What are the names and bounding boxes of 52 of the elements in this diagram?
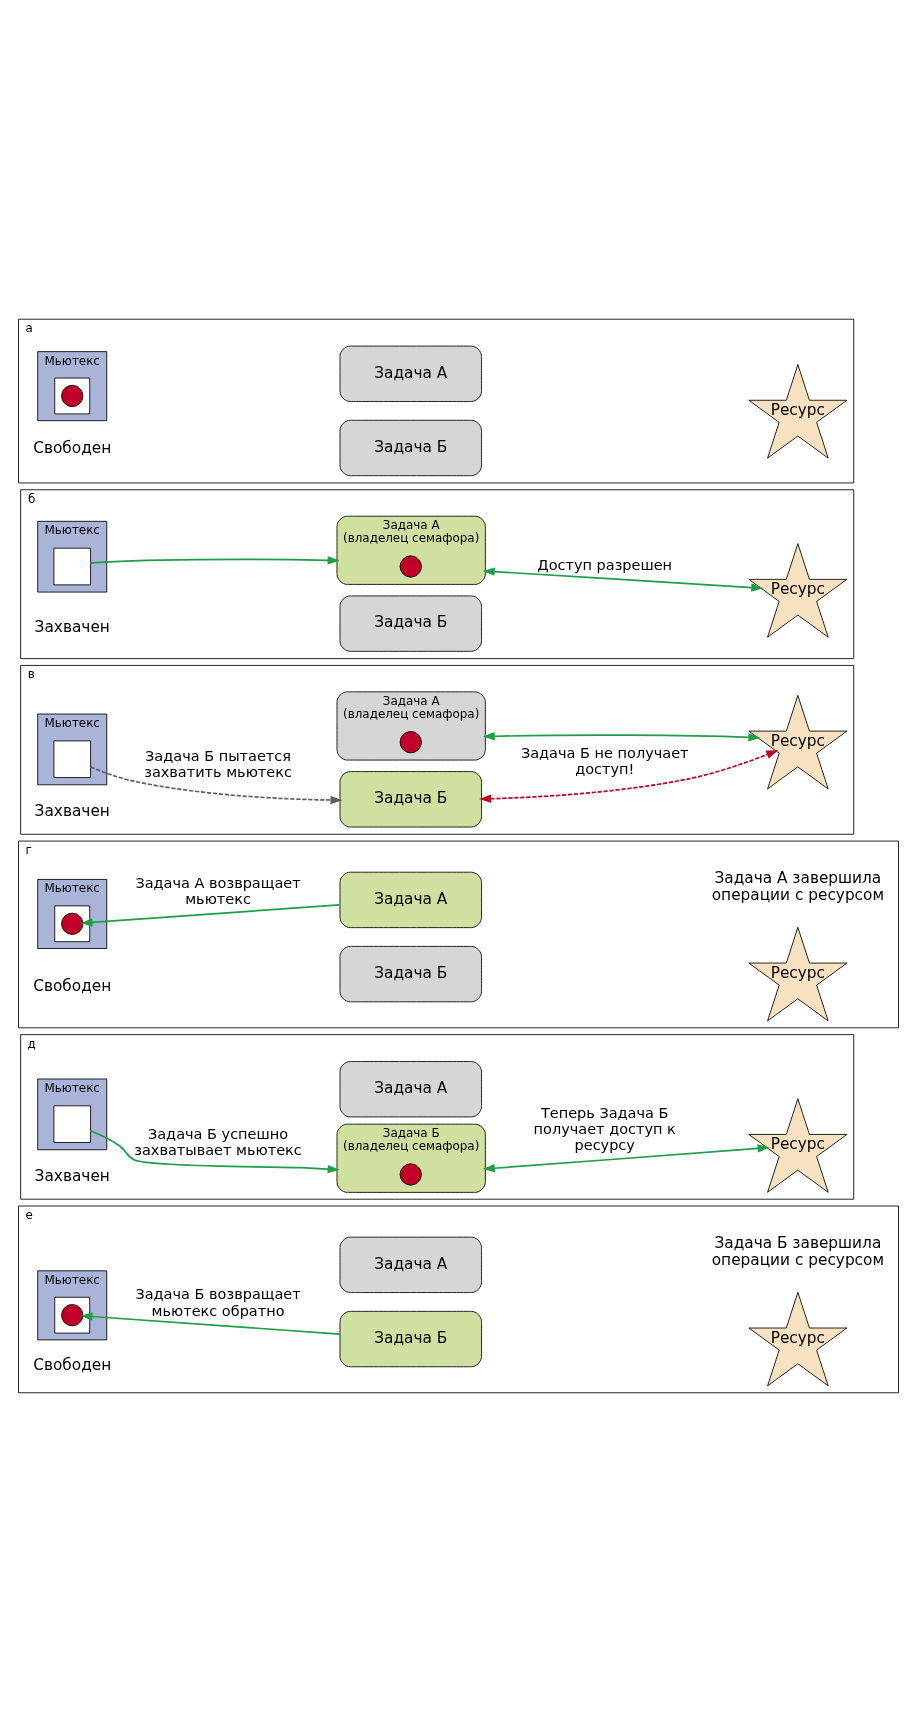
node-circle [61, 384, 84, 407]
node-circle [61, 912, 84, 935]
cluster: Задача Б (владелец семафора) [336, 1123, 486, 1193]
edge-label: Задача Б не получает доступ! [520, 744, 689, 777]
arrow [80, 903, 341, 927]
node-box: Задача А [339, 1236, 482, 1293]
cluster: Мьютекс [37, 878, 108, 949]
cluster: Мьютекс [37, 1269, 108, 1340]
node-circle [399, 554, 422, 578]
node-label: Захвачен [34, 617, 110, 636]
edge-label: Задача А возвращает мьютекс [135, 874, 301, 907]
node-box: Задача Б [339, 595, 482, 652]
edge-label: Задача Б успешно захватывает мьютекс [134, 1125, 302, 1158]
node-box: Задача А [339, 345, 482, 402]
cluster: Мьютекс [37, 520, 108, 592]
node-box: Задача Б [339, 1310, 482, 1367]
cluster [54, 377, 91, 414]
node-box: Задача Б [339, 419, 482, 476]
node-box [53, 1104, 91, 1143]
arrow [89, 765, 343, 804]
edge-label: Теперь Задача Б получает доступ к ресурсу [533, 1104, 676, 1153]
node-box [53, 547, 91, 585]
cluster: Задача А (владелец семафора) [336, 690, 486, 760]
arrow [89, 1129, 340, 1173]
node-box: Задача Б [339, 945, 482, 1002]
arrow [482, 731, 761, 741]
node-box [53, 739, 91, 778]
label: Задача А завершила операции с ресурсом [711, 868, 884, 904]
node-box: Задача Б [339, 770, 482, 827]
arrow [80, 1311, 341, 1335]
label: Задача Б завершила операции с ресурсом [711, 1233, 884, 1269]
node-circle [399, 1162, 422, 1186]
node-label: Свободен [33, 1355, 112, 1374]
arrow [482, 1143, 770, 1172]
node-box: Задача А [339, 871, 482, 928]
node-label: Захвачен [34, 801, 110, 820]
node-label: Захвачен [34, 1166, 110, 1185]
cluster: Мьютекс [37, 350, 108, 421]
cluster: Задача А (владелец семафора) [336, 515, 486, 585]
arrow [89, 555, 340, 565]
node-box: Задача А [339, 1060, 482, 1117]
arrow [482, 566, 764, 592]
edge-label: Доступ разрешен [537, 556, 673, 573]
cluster: Мьютекс [37, 1078, 108, 1150]
arrow [479, 749, 779, 803]
node-label: Свободен [33, 438, 112, 457]
node-circle [399, 730, 422, 753]
edge-label: Задача Б пытается захватить мьютекс [144, 747, 292, 780]
edge-label: Задача Б возвращает мьютекс обратно [135, 1285, 301, 1319]
cluster: Мьютекс [37, 713, 108, 785]
node-circle [61, 1303, 84, 1326]
node-label: Свободен [33, 976, 112, 995]
